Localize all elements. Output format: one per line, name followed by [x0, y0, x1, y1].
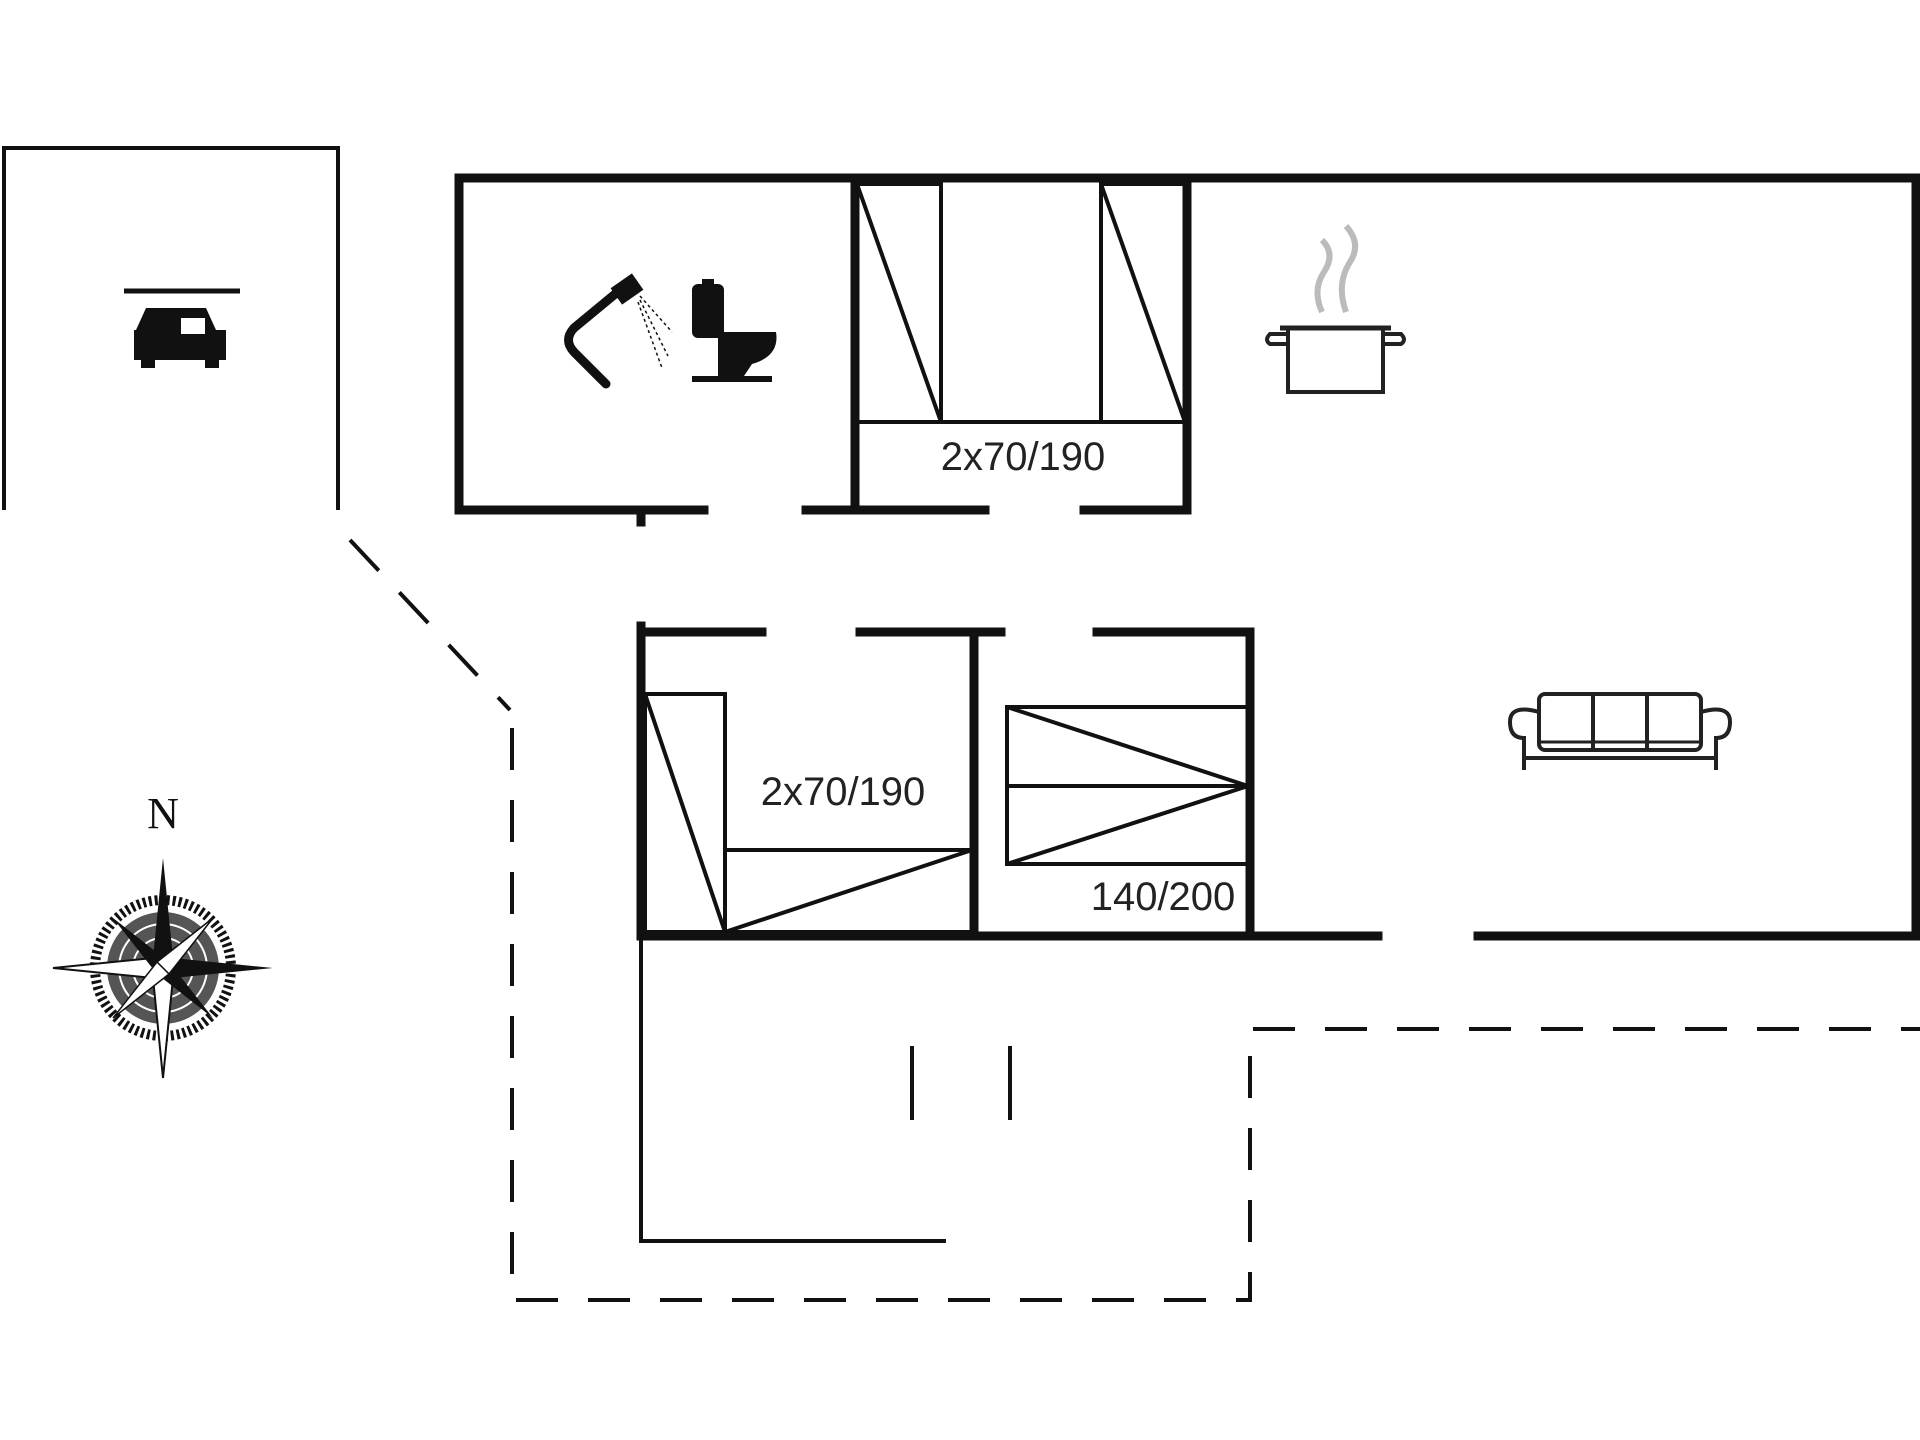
- shower-icon: [564, 273, 673, 389]
- terrace-dashed-outline: [348, 538, 1920, 1302]
- bed-top-left: [855, 182, 943, 424]
- bed-double: [1005, 705, 1250, 866]
- carport: [2, 146, 340, 510]
- bed-mid-label: 2x70/190: [761, 770, 926, 814]
- bed-mid-vertical: [643, 692, 727, 934]
- annex-walls: [639, 940, 1012, 1243]
- toilet-icon: [692, 279, 777, 382]
- north-label: N: [147, 789, 179, 838]
- compass-rose-icon: [52, 858, 273, 1079]
- bed-mid-horizontal: [723, 848, 974, 934]
- bed-double-label: 140/200: [1091, 875, 1236, 919]
- sofa-icon: [1507, 692, 1733, 770]
- car-icon: [124, 288, 240, 368]
- cooking-pot-icon: [1265, 224, 1406, 394]
- bed-top-right: [1099, 182, 1187, 424]
- bed-top-label: 2x70/190: [941, 435, 1106, 479]
